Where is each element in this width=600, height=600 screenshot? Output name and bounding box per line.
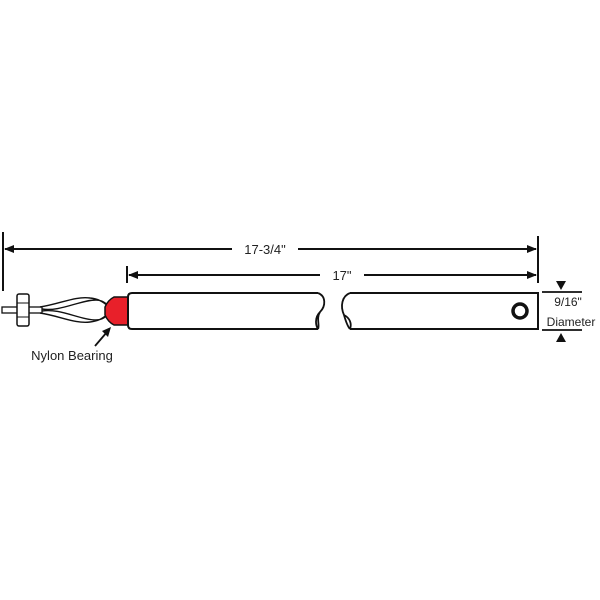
callout-arrow-icon [102, 327, 111, 337]
nylon-bearing-label: Nylon Bearing [31, 348, 113, 363]
rod-right-break [341, 292, 352, 330]
diameter-bottom-arrow-icon [556, 333, 566, 342]
rod-right-outline [350, 292, 539, 330]
rod-left-section [127, 292, 326, 330]
diameter-value-label: 9/16" [554, 295, 582, 309]
nylon-bearing [104, 296, 129, 326]
rod-length-label: 17" [332, 268, 351, 283]
diameter-text-label: Diameter [547, 315, 596, 329]
drive-end [1, 293, 109, 327]
twisted-strip [39, 296, 109, 324]
callout-leader [94, 331, 108, 347]
rod-left-outline [127, 292, 318, 330]
overall-length-dimension: 17-3/4" [2, 232, 539, 291]
rod-end-hole [511, 302, 529, 320]
overall-length-label: 17-3/4" [244, 242, 286, 257]
diameter-top-arrow-icon [556, 281, 566, 290]
nylon-bearing-callout: Nylon Bearing [31, 327, 113, 363]
rod-length-dimension: 17" [126, 266, 537, 283]
spline-nub [16, 293, 30, 327]
diameter-dimension: 9/16" Diameter [542, 281, 595, 342]
rod-right-section [341, 292, 539, 330]
rod-left-break [315, 292, 326, 330]
